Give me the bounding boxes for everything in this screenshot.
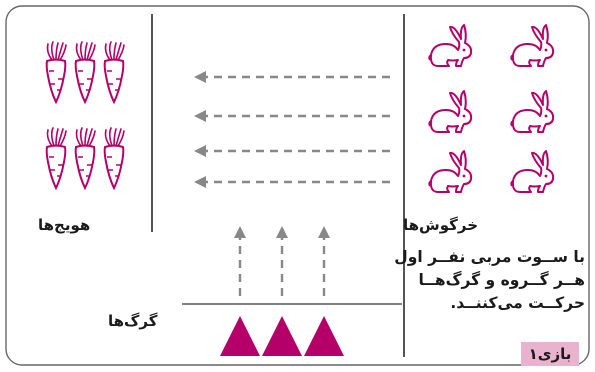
carrot-icon <box>45 127 67 189</box>
rules-line-1: با ســوت مربی نفــر اول <box>394 248 585 266</box>
rabbit-group <box>428 24 555 193</box>
carrot-icon <box>74 41 96 103</box>
carrot-icon <box>74 127 96 189</box>
wolf-group <box>220 316 344 356</box>
dashed-arrow-up-icon <box>274 224 290 298</box>
carrot-group <box>45 41 125 189</box>
rabbit-icon <box>510 90 555 133</box>
dashed-arrow-left-icon <box>192 174 397 190</box>
wolf-run-arrows <box>232 224 332 298</box>
dashed-arrow-up-icon <box>316 224 332 298</box>
rabbits-label: خرگوش‌ها <box>403 216 478 234</box>
rabbit-run-arrows <box>192 69 397 190</box>
game-rules-text: با ســوت مربی نفــر اول هــر گــروه و گر… <box>385 246 585 315</box>
dashed-arrow-left-icon <box>192 108 397 124</box>
rules-line-3: حرکــت می‌کننــد. <box>450 294 585 312</box>
rabbit-icon <box>428 24 473 67</box>
wolves-label: گرگ‌ها <box>108 312 158 330</box>
wolf-triangle-icon <box>304 316 344 356</box>
wolf-triangle-icon <box>262 316 302 356</box>
rabbit-icon <box>510 24 555 67</box>
carrot-icon <box>103 41 125 103</box>
dashed-arrow-left-icon <box>192 143 397 159</box>
carrot-icon <box>103 127 125 189</box>
dashed-arrow-up-icon <box>232 224 248 298</box>
rabbit-icon <box>510 150 555 193</box>
wolf-triangle-icon <box>220 316 260 356</box>
rabbit-icon <box>428 150 473 193</box>
carrot-icon <box>45 41 67 103</box>
game-number-badge: بازی۱ <box>521 342 579 366</box>
diagram-frame <box>5 5 590 366</box>
rabbit-icon <box>428 90 473 133</box>
carrots-label: هویج‌ها <box>38 216 91 234</box>
dashed-arrow-left-icon <box>192 69 397 85</box>
rules-line-2: هــر گــروه و گرگ‌هــا <box>418 271 585 289</box>
